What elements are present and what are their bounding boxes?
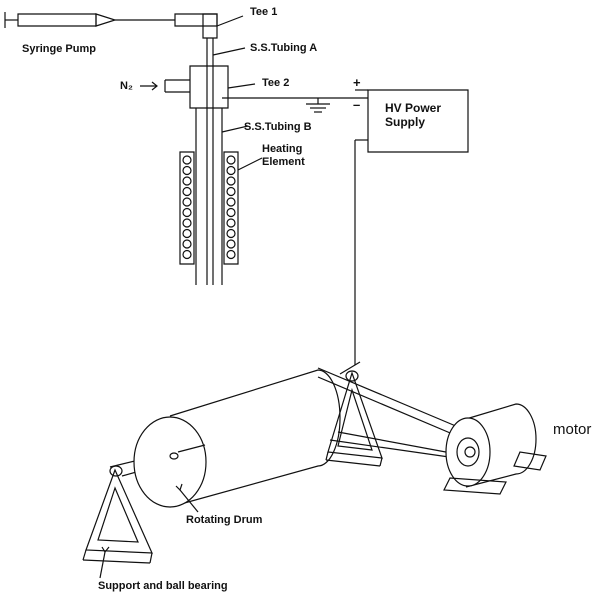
heating-element — [180, 152, 262, 264]
coil-loop — [227, 240, 235, 248]
support-ball-bearing-label: Support and ball bearing — [98, 580, 228, 592]
coil-loop — [227, 167, 235, 175]
heating-element-label-line1: Heating — [262, 143, 303, 155]
coil-loop — [227, 156, 235, 164]
coil-loop — [183, 177, 191, 185]
n2-arrow-icon — [140, 82, 157, 90]
ss-tubing-a — [207, 38, 245, 285]
hv-power-supply-label: HV Power Supply — [385, 101, 442, 130]
syringe-pump — [5, 12, 175, 28]
coil-loop — [227, 251, 235, 259]
coil-loop — [227, 219, 235, 227]
coil-loop — [227, 198, 235, 206]
hv-power-supply-box — [368, 90, 468, 152]
coil-loop — [227, 209, 235, 217]
ss-tubing-b — [196, 108, 248, 285]
motor-label: motor — [553, 421, 592, 438]
motor — [444, 404, 546, 494]
tee-1 — [175, 14, 243, 38]
ss-tubing-a-label: S.S.Tubing A — [250, 42, 318, 54]
coil-loop — [183, 188, 191, 196]
coil-loop — [183, 167, 191, 175]
electrical-wiring — [222, 90, 368, 365]
label-pointers — [100, 484, 198, 578]
coil-loop — [183, 198, 191, 206]
hv-power-supply-line1: HV Power — [385, 101, 442, 115]
coil-loop — [183, 240, 191, 248]
coil-loop — [183, 209, 191, 217]
rotating-drum-label: Rotating Drum — [186, 514, 263, 526]
coil-loop — [227, 177, 235, 185]
coil-loop — [227, 230, 235, 238]
ss-tubing-b-label: S.S.Tubing B — [244, 121, 312, 133]
tee-1-label: Tee 1 — [250, 6, 278, 18]
coil-loop — [183, 230, 191, 238]
right-support — [326, 362, 382, 466]
coil-loop — [183, 251, 191, 259]
n2-label: N₂ — [120, 80, 133, 92]
heating-element-label-line2: Element — [262, 156, 305, 168]
plus-label: + — [353, 75, 361, 90]
coil-loop — [183, 156, 191, 164]
tee-2 — [165, 66, 255, 108]
coil-loop — [227, 188, 235, 196]
tee-2-label: Tee 2 — [262, 77, 290, 89]
syringe-pump-label: Syringe Pump — [22, 43, 96, 55]
drive-belt — [318, 368, 470, 460]
hv-power-supply-line2: Supply — [385, 114, 426, 129]
minus-label: – — [353, 97, 361, 112]
coil-loop — [183, 219, 191, 227]
rotating-drum — [134, 370, 340, 507]
